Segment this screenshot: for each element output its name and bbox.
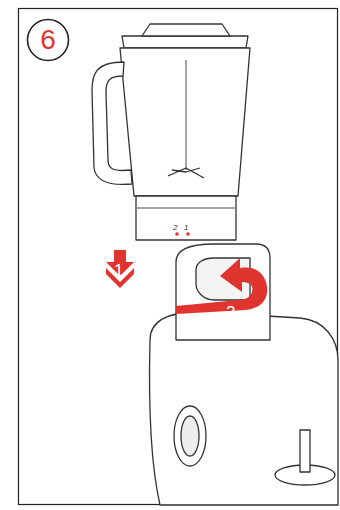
position-dot — [186, 232, 190, 236]
position-mark: 1 — [184, 224, 188, 232]
jar-handle — [92, 62, 132, 184]
blade-shaft — [185, 60, 186, 170]
circle-outline — [28, 20, 69, 61]
position-dot — [175, 232, 179, 236]
callout-number: 2 — [226, 304, 235, 321]
lid-cap — [142, 24, 230, 36]
frame — [19, 9, 338, 505]
collar-line — [136, 207, 236, 208]
jar-body — [120, 48, 250, 196]
coupling-tower — [176, 244, 270, 340]
speed-knob — [174, 406, 206, 466]
drive-spindle — [300, 430, 310, 472]
blender-jar — [92, 24, 250, 240]
direction-arrows — [106, 250, 267, 314]
jar-lid — [122, 36, 248, 48]
jar-collar — [136, 196, 236, 240]
position-mark: 2 — [173, 224, 177, 232]
callout-number: 1 — [114, 262, 123, 279]
base-body — [149, 312, 338, 505]
step-number: 6 — [40, 26, 56, 54]
step-number-circle: 6 — [26, 18, 70, 62]
motor-base — [149, 244, 338, 505]
blades — [168, 168, 204, 178]
knob-center — [181, 416, 199, 456]
rotate-arrow — [176, 258, 267, 314]
